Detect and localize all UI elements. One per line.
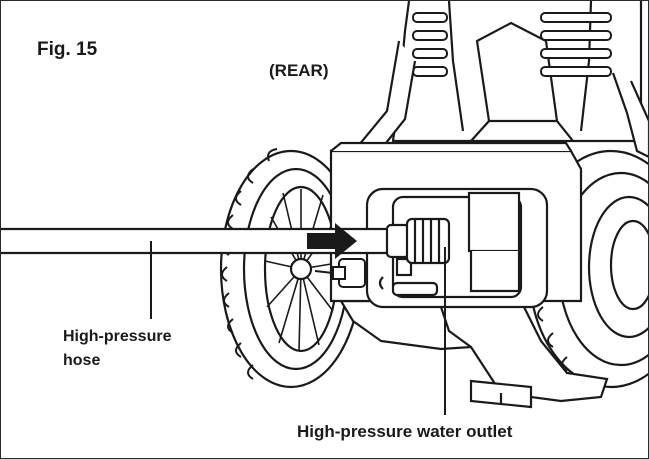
vent-slots <box>412 12 612 77</box>
base-body <box>339 299 609 409</box>
connection-arrow <box>307 223 357 259</box>
figure-number: Fig. 15 <box>37 39 98 60</box>
hose-callout: High-pressure hose <box>63 325 171 373</box>
side-fitting <box>314 258 366 288</box>
hose-callout-line1: High-pressure <box>63 328 172 345</box>
outlet-callout: High-pressure water outlet <box>297 422 513 441</box>
water-outlet-coupler <box>385 217 451 265</box>
hose-callout-line2: hose <box>63 352 101 369</box>
frame-arms <box>347 40 648 169</box>
pump-housing <box>329 141 583 309</box>
view-label: (REAR) <box>269 61 329 80</box>
